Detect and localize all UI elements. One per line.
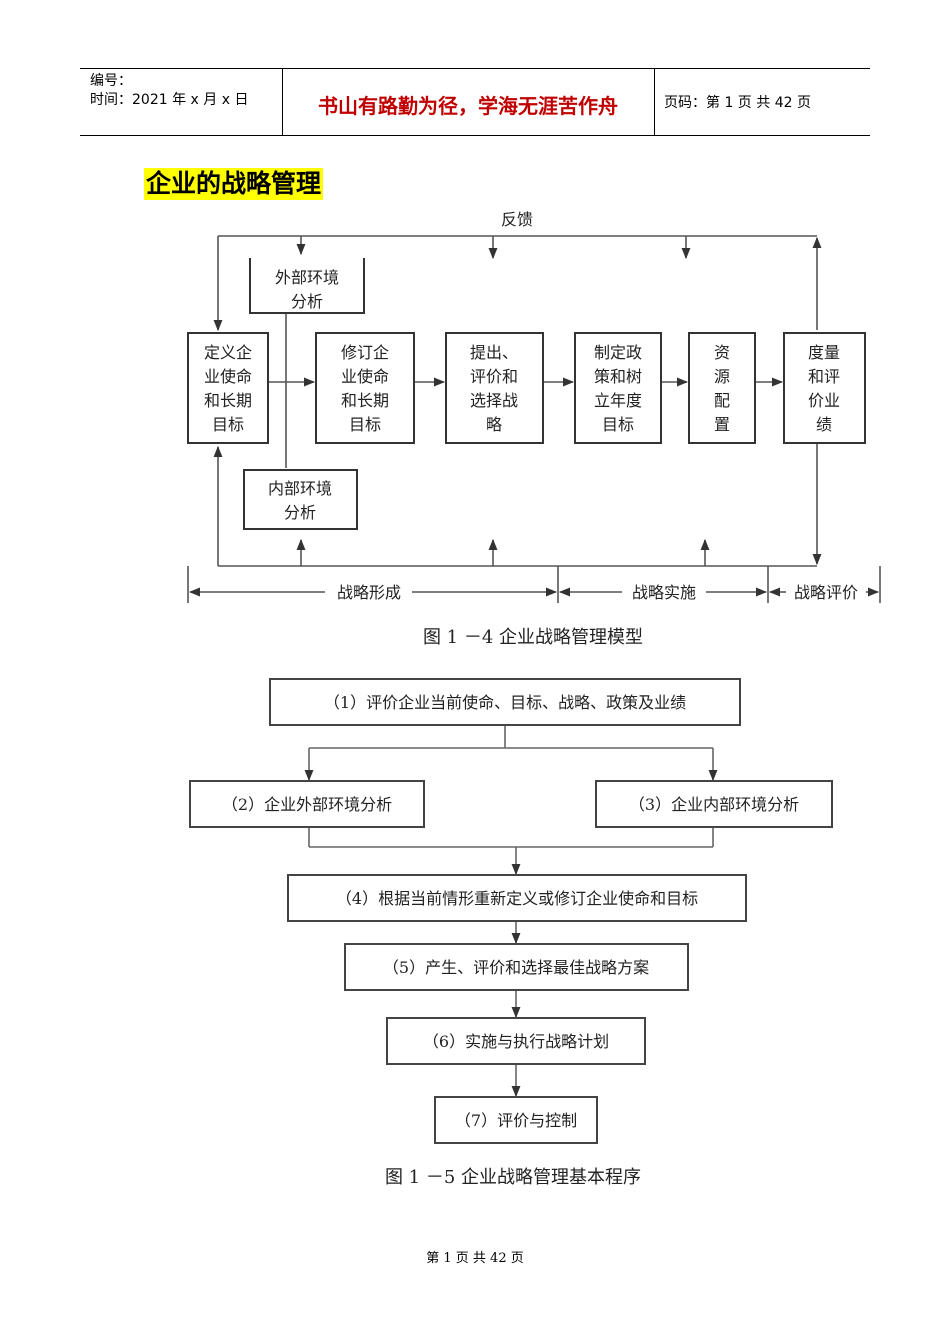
box-text: 资 (714, 343, 730, 362)
box-text: 目标 (602, 415, 634, 434)
box-internal-analysis (243, 469, 358, 530)
step-box (189, 780, 425, 828)
header-top-rule (80, 68, 870, 69)
figure1-caption: 图 1 －4 企业战略管理模型 (423, 627, 643, 648)
page-footer: 第 1 页 共 42 页 (426, 1251, 524, 1266)
box-text: 分析 (284, 503, 316, 522)
header-divider (282, 68, 283, 136)
box-set-policy (574, 332, 662, 444)
step-4-text: （4）根据当前情形重新定义或修订企业使命和目标 (336, 889, 698, 908)
box-text: 目标 (349, 415, 381, 434)
box-text: 略 (486, 415, 502, 434)
step-box (386, 1017, 646, 1065)
phase-label-evaluation: 战略评价 (794, 583, 858, 602)
box-text: 立年度 (594, 391, 642, 410)
figure2-caption: 图 1 －5 企业战略管理基本程序 (385, 1167, 641, 1188)
feedback-label: 反馈 (501, 210, 533, 229)
step-box (344, 943, 689, 991)
box-text: 选择战 (470, 391, 518, 410)
box-define-mission (187, 332, 269, 444)
serial-label: 编号： (90, 73, 132, 89)
box-text: 目标 (212, 415, 244, 434)
time-label: 时间：2021 年 x 月 x 日 (90, 92, 249, 108)
box-revise-mission (315, 332, 415, 444)
step-box (595, 780, 833, 828)
page-code: 页码：第 1 页 共 42 页 (664, 95, 811, 111)
box-text: 绩 (816, 415, 832, 434)
box-propose-strategy (445, 332, 544, 444)
step-7-text: （7）评价与控制 (455, 1111, 577, 1130)
box-text: 价业 (808, 391, 840, 410)
box-text: 度量 (808, 343, 840, 362)
box-resource-allocation (688, 332, 756, 444)
box-text: 分析 (291, 292, 323, 311)
box-text: 提出、 (470, 343, 518, 362)
box-text: 修订企 (341, 343, 389, 362)
page-title: 企业的战略管理 (144, 168, 324, 200)
step-3-text: （3）企业内部环境分析 (629, 795, 799, 814)
box-text: 配 (714, 391, 730, 410)
step-5-text: （5）产生、评价和选择最佳战略方案 (383, 958, 649, 977)
step-1-text: （1）评价企业当前使命、目标、战略、政策及业绩 (324, 693, 686, 712)
phase-label-formation: 战略形成 (337, 583, 401, 602)
box-text: 制定政 (594, 343, 642, 362)
step-box (287, 874, 747, 922)
header-divider (654, 68, 655, 136)
box-text: 置 (714, 415, 730, 434)
box-external-analysis (249, 258, 365, 314)
step-2-text: （2）企业外部环境分析 (222, 795, 392, 814)
box-text: 外部环境 (275, 268, 339, 287)
step-6-text: （6）实施与执行战略计划 (423, 1032, 609, 1051)
phase-label-implementation: 战略实施 (632, 583, 696, 602)
box-text: 评价和 (470, 367, 518, 386)
box-text: 内部环境 (268, 479, 332, 498)
box-text: 和评 (808, 367, 840, 386)
box-text: 和长期 (341, 391, 389, 410)
step-box (434, 1096, 598, 1144)
box-text: 和长期 (204, 391, 252, 410)
header-motto: 书山有路勤为径，学海无涯苦作舟 (318, 94, 618, 118)
box-text: 业使命 (341, 367, 389, 386)
box-text: 业使命 (204, 367, 252, 386)
step-box (269, 678, 741, 726)
box-text: 源 (714, 367, 730, 386)
box-text: 策和树 (594, 367, 642, 386)
header-bottom-rule (80, 135, 870, 136)
box-measure-performance (783, 332, 866, 444)
box-text: 定义企 (204, 343, 252, 362)
